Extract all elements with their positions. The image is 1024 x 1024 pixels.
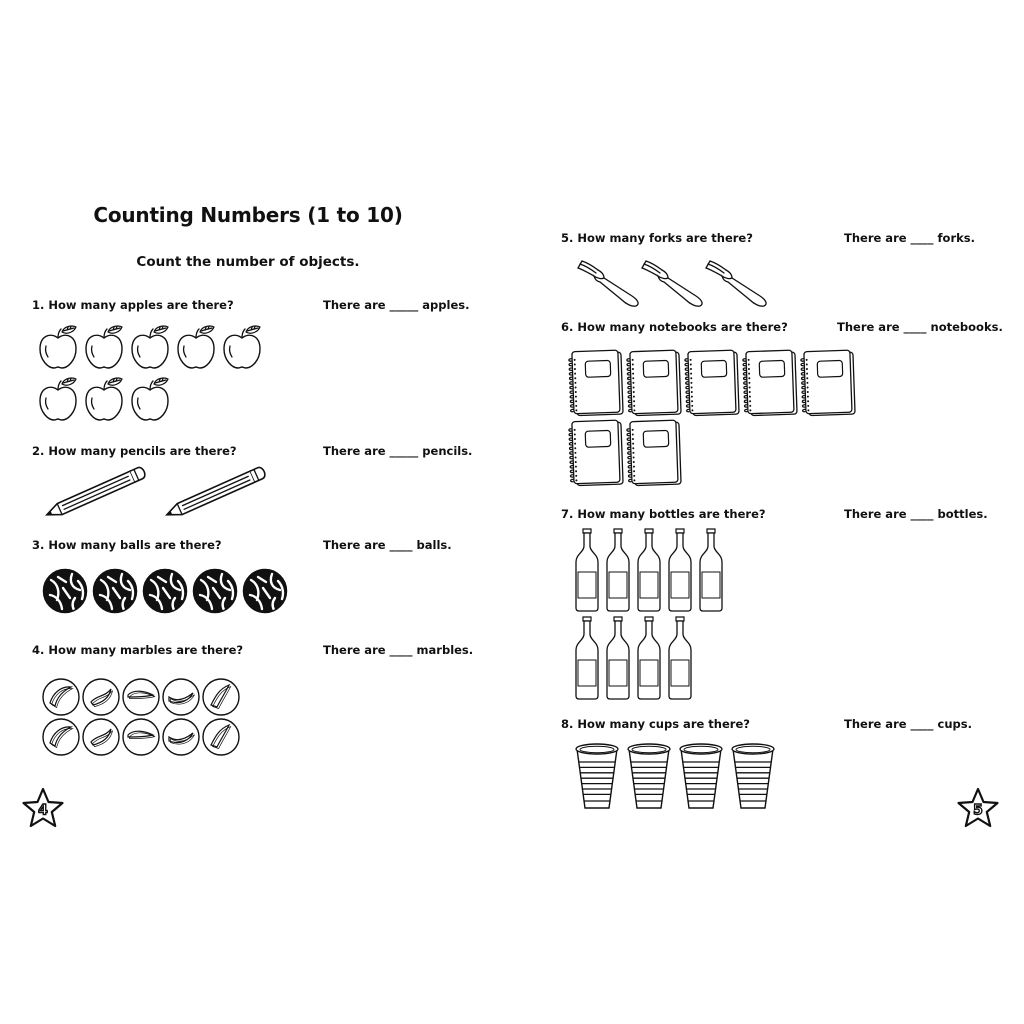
marble-icon	[162, 718, 200, 756]
answer-2: There are _____ pencils.	[323, 444, 473, 458]
bottle-icon	[699, 528, 723, 612]
question-7: 7. How many bottles are there?	[561, 507, 766, 521]
notebook-icon	[626, 349, 682, 417]
question-text: How many balls are there?	[48, 538, 222, 552]
question-text: How many marbles are there?	[48, 643, 244, 657]
marble-group	[42, 678, 240, 756]
page-number-right: 5	[955, 786, 1001, 832]
question-6: 6. How many notebooks are there?	[561, 320, 788, 334]
apple-icon	[177, 325, 215, 369]
question-number: 6.	[561, 320, 574, 334]
question-number: 8.	[561, 717, 574, 731]
marble-icon	[42, 718, 80, 756]
apple-group	[39, 325, 261, 421]
notebook-icon	[684, 349, 740, 417]
star-icon: 4	[22, 787, 64, 828]
page-number-left: 4	[20, 786, 66, 832]
question-number: 7.	[561, 507, 574, 521]
apple-icon	[131, 377, 169, 421]
answer-1: There are _____ apples.	[323, 298, 470, 312]
bottle-icon	[606, 528, 630, 612]
pencil-icon	[164, 466, 266, 516]
question-1: 1. How many apples are there?	[32, 298, 234, 312]
question-text: How many cups are there?	[577, 717, 750, 731]
notebook-icon	[742, 349, 798, 417]
bottle-icon	[606, 616, 630, 700]
marble-icon	[82, 718, 120, 756]
question-text: How many notebooks are there?	[577, 320, 788, 334]
pencil-icon	[44, 466, 146, 516]
marble-icon	[162, 678, 200, 716]
apple-icon	[85, 325, 123, 369]
marble-icon	[202, 718, 240, 756]
question-8: 8. How many cups are there?	[561, 717, 750, 731]
bottle-icon	[575, 616, 599, 700]
apple-icon	[131, 325, 169, 369]
cup-icon	[627, 743, 671, 809]
marble-icon	[42, 678, 80, 716]
bottle-group	[575, 528, 723, 700]
bottle-icon	[637, 616, 661, 700]
cup-group	[575, 743, 775, 809]
question-2: 2. How many pencils are there?	[32, 444, 237, 458]
ball-icon	[42, 568, 88, 614]
question-text: How many forks are there?	[577, 231, 753, 245]
question-4: 4. How many marbles are there?	[32, 643, 243, 657]
question-text: How many bottles are there?	[577, 507, 766, 521]
marble-icon	[122, 718, 160, 756]
answer-3: There are ____ balls.	[323, 538, 452, 552]
marble-icon	[122, 678, 160, 716]
page-title: Counting Numbers (1 to 10)	[93, 203, 403, 227]
fork-group	[577, 260, 767, 307]
ball-group	[42, 568, 288, 614]
answer-6: There are ____ notebooks.	[837, 320, 1003, 334]
cup-icon	[575, 743, 619, 809]
notebook-icon	[626, 419, 682, 487]
notebook-icon	[568, 349, 624, 417]
question-number: 3.	[32, 538, 45, 552]
apple-icon	[223, 325, 261, 369]
fork-icon	[641, 260, 703, 307]
answer-8: There are ____ cups.	[844, 717, 972, 731]
answer-5: There are ____ forks.	[844, 231, 975, 245]
apple-icon	[39, 325, 77, 369]
notebook-icon	[800, 349, 856, 417]
notebook-icon	[568, 419, 624, 487]
ball-icon	[192, 568, 238, 614]
bottle-icon	[637, 528, 661, 612]
bottle-icon	[668, 616, 692, 700]
fork-icon	[577, 260, 639, 307]
ball-icon	[242, 568, 288, 614]
marble-icon	[202, 678, 240, 716]
question-5: 5. How many forks are there?	[561, 231, 753, 245]
question-number: 2.	[32, 444, 45, 458]
question-text: How many apples are there?	[48, 298, 234, 312]
answer-4: There are ____ marbles.	[323, 643, 474, 657]
bottle-icon	[668, 528, 692, 612]
question-3: 3. How many balls are there?	[32, 538, 222, 552]
instructions: Count the number of objects.	[136, 254, 360, 270]
fork-icon	[705, 260, 767, 307]
apple-icon	[85, 377, 123, 421]
ball-icon	[92, 568, 138, 614]
page-number-text: 5	[973, 803, 983, 819]
page-number-text: 4	[38, 803, 48, 819]
cup-icon	[731, 743, 775, 809]
cup-icon	[679, 743, 723, 809]
star-icon: 5	[957, 787, 999, 828]
apple-icon	[39, 377, 77, 421]
question-number: 4.	[32, 643, 45, 657]
answer-7: There are ____ bottles.	[844, 507, 988, 521]
bottle-icon	[575, 528, 599, 612]
marble-icon	[82, 678, 120, 716]
question-number: 5.	[561, 231, 574, 245]
question-text: How many pencils are there?	[48, 444, 237, 458]
ball-icon	[142, 568, 188, 614]
pencil-group	[44, 466, 266, 516]
question-number: 1.	[32, 298, 45, 312]
notebook-group	[568, 349, 856, 487]
